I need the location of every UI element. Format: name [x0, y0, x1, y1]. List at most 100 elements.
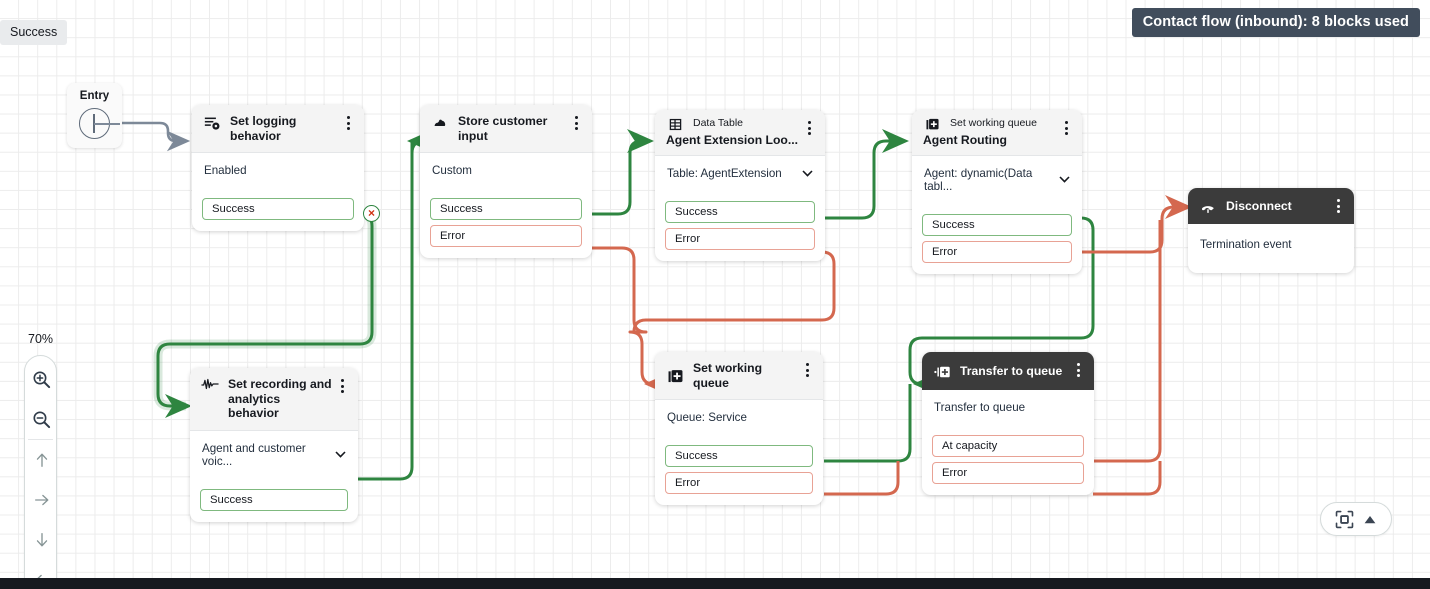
port-error[interactable]: Error	[932, 462, 1084, 484]
block-body-text: Queue: Service	[667, 411, 747, 424]
port-error[interactable]: Error	[665, 472, 813, 494]
port-error[interactable]: Error	[430, 225, 582, 247]
zoom-in-button[interactable]	[25, 359, 58, 399]
wire-into-store-customer-input	[407, 129, 434, 153]
block-set-logging-behavior[interactable]: Set logging behavior Enabled Success	[192, 105, 364, 231]
block-header: Set working queue Agent Routing	[912, 110, 1082, 156]
block-body-text: Agent and customer voic...	[202, 441, 306, 468]
block-menu-button[interactable]	[569, 116, 583, 132]
block-ports: Success Error	[420, 198, 592, 258]
block-title: Agent Routing	[923, 133, 1007, 147]
block-ports: Success Error	[655, 445, 823, 505]
block-body-text: Custom	[432, 164, 472, 177]
pan-right-button[interactable]	[25, 480, 58, 520]
chevron-down-icon[interactable]	[802, 167, 813, 180]
block-menu-button[interactable]	[335, 379, 349, 395]
microphone-cloud-icon	[431, 115, 449, 132]
block-disconnect[interactable]: Disconnect Termination event	[1188, 188, 1354, 273]
port-success[interactable]: Success	[665, 200, 815, 223]
chevron-down-icon[interactable]	[1059, 173, 1070, 186]
block-header: Set recording and analytics behavior	[190, 368, 358, 431]
block-body-text: Table: AgentExtension	[667, 166, 782, 180]
connector-label-chip: Success	[0, 20, 68, 45]
block-subtitle: Set working queue	[950, 117, 1037, 129]
entry-label: Entry	[79, 90, 110, 102]
block-menu-button[interactable]	[800, 363, 814, 379]
block-menu-button[interactable]	[1071, 363, 1085, 379]
wire-entry-to-set-logging	[120, 121, 191, 152]
block-menu-button[interactable]	[341, 116, 355, 132]
block-header: Disconnect	[1188, 188, 1354, 224]
block-title: Set recording and analytics behavior	[228, 377, 332, 420]
logging-gear-icon	[203, 115, 221, 132]
pan-up-button[interactable]	[25, 440, 58, 480]
zoom-level-label: 70%	[28, 332, 54, 346]
block-subtitle: Data Table	[693, 117, 744, 129]
block-body-text: Termination event	[1200, 238, 1292, 251]
block-ports: Success	[192, 198, 364, 231]
block-menu-button[interactable]	[1331, 199, 1345, 215]
chevron-down-icon[interactable]	[335, 448, 346, 461]
delete-connector-button[interactable]: ×	[363, 205, 380, 222]
phone-disconnect-icon	[1199, 199, 1217, 215]
block-body-text: Enabled	[204, 164, 247, 177]
block-body: Agent and customer voic...	[190, 431, 358, 484]
fit-to-screen-icon	[1335, 510, 1354, 528]
block-title: Agent Extension Loo...	[666, 133, 799, 147]
port-success[interactable]: Success	[430, 198, 582, 220]
wire-set-working-queue-error	[824, 461, 900, 496]
block-store-customer-input[interactable]: Store customer input Custom Success Erro…	[420, 105, 592, 258]
block-header: Set working queue	[655, 352, 823, 400]
port-error[interactable]: Error	[665, 227, 815, 250]
port-error[interactable]: Error	[922, 240, 1072, 263]
block-ports: Success Error	[655, 200, 825, 261]
port-success[interactable]: Success	[665, 445, 813, 467]
block-header: Data Table Agent Extension Loo...	[655, 110, 825, 156]
block-body: Enabled	[192, 153, 364, 193]
canvas-bottom-controls[interactable]	[1320, 502, 1392, 536]
bottom-bar	[0, 578, 1430, 589]
block-agent-routing[interactable]: Set working queue Agent Routing Agent: d…	[912, 110, 1082, 274]
arrow-down-icon	[36, 533, 47, 547]
fit-to-screen-button[interactable]	[1335, 510, 1354, 529]
port-success[interactable]: Success	[922, 213, 1072, 236]
pan-down-button[interactable]	[25, 520, 58, 560]
block-header: Store customer input	[420, 105, 592, 153]
block-ports: At capacity Error	[922, 435, 1094, 495]
wire-set-working-queue-success-to-transfer	[824, 384, 912, 463]
entry-node[interactable]: Entry	[67, 83, 122, 148]
blocks-used-banner: Contact flow (inbound): 8 blocks used	[1131, 8, 1420, 37]
block-body: Transfer to queue	[922, 390, 1094, 430]
zoom-controls[interactable]	[24, 355, 57, 578]
block-title: Disconnect	[1226, 198, 1292, 213]
wire-set-recording-success-to-store-customer-input	[356, 139, 426, 481]
wire-agent-extension-error	[632, 250, 836, 333]
arrow-right-icon	[34, 494, 48, 506]
port-success[interactable]: Success	[202, 198, 354, 220]
entry-output-stub	[94, 122, 120, 126]
block-header: Set logging behavior	[192, 105, 364, 153]
block-transfer-to-queue[interactable]: Transfer to queue Transfer to queue At c…	[922, 352, 1094, 495]
set-working-queue-icon	[923, 118, 941, 131]
zoom-out-button[interactable]	[25, 399, 58, 439]
wire-transfer-error-to-disconnect	[1093, 461, 1162, 496]
block-body: Custom	[420, 153, 592, 193]
port-at-capacity[interactable]: At capacity	[932, 435, 1084, 457]
block-header: Transfer to queue	[922, 352, 1094, 390]
block-menu-button[interactable]	[1059, 121, 1073, 137]
block-menu-button[interactable]	[802, 121, 816, 137]
wire-agent-routing-error-to-disconnect	[1081, 195, 1192, 254]
block-set-recording-and-analytics-behavior[interactable]: Set recording and analytics behavior Age…	[190, 368, 358, 522]
block-set-working-queue[interactable]: Set working queue Queue: Service Success…	[655, 352, 823, 505]
block-agent-extension-lookup[interactable]: Data Table Agent Extension Loo... Table:…	[655, 110, 825, 261]
block-title: Transfer to queue	[960, 363, 1063, 378]
block-body: Queue: Service	[655, 400, 823, 440]
wire-agent-extension-success-to-agent-routing	[822, 129, 909, 220]
waveform-icon	[201, 378, 219, 391]
block-body-text: Agent: dynamic(Data tabl...	[924, 166, 1033, 193]
pan-left-button[interactable]	[25, 560, 58, 578]
collapse-panel-button[interactable]	[1363, 514, 1377, 525]
port-success[interactable]: Success	[200, 488, 348, 511]
block-title: Set working queue	[693, 361, 763, 390]
